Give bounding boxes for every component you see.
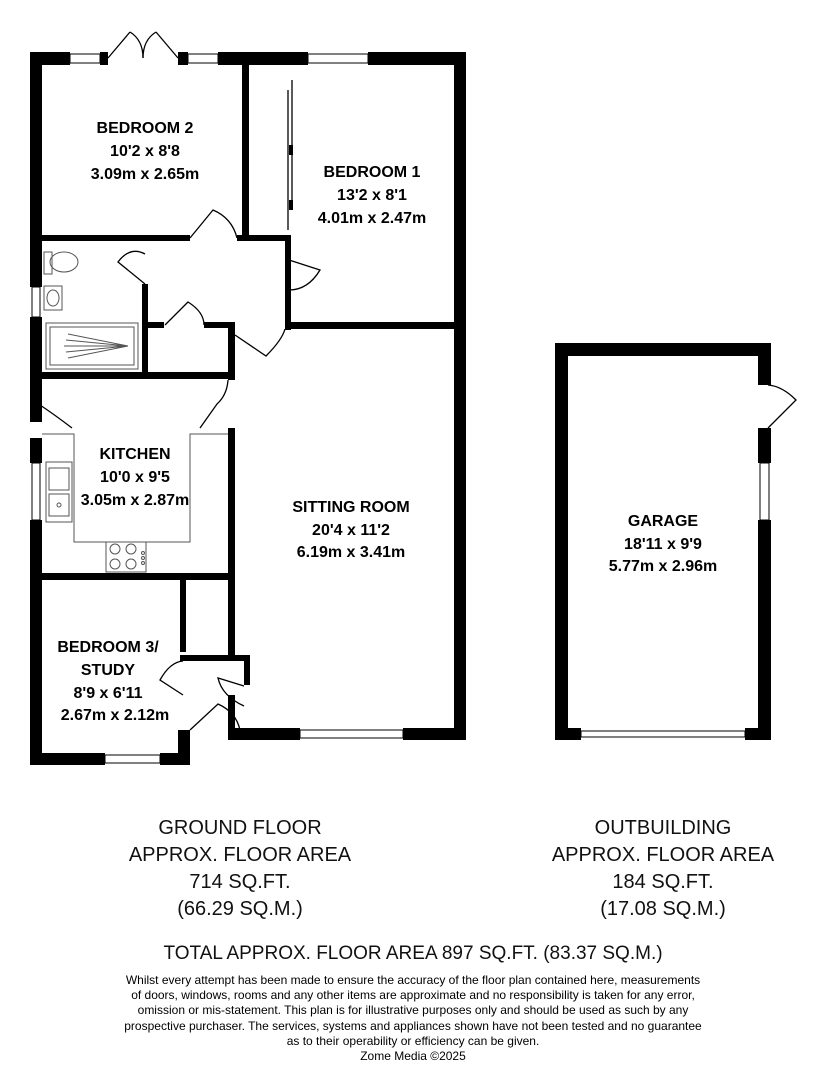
disclaimer-line: omission or mis-statement. This plan is … bbox=[137, 1003, 689, 1018]
disclaimer-line: Whilst every attempt has been made to en… bbox=[125, 973, 701, 987]
room-name: BEDROOM 1 bbox=[324, 164, 421, 181]
disclaimer-line: prospective purchaser. The services, sys… bbox=[124, 1018, 702, 1033]
room-name: BEDROOM 2 bbox=[97, 120, 194, 137]
room-name: KITCHEN bbox=[99, 446, 170, 463]
room-metric: 6.19m x 3.41m bbox=[297, 544, 406, 561]
outbuilding-sqft: 184 SQ.FT. bbox=[612, 871, 714, 893]
room-name: BEDROOM 3/ bbox=[57, 639, 159, 656]
copyright-credit: Zome Media ©2025 bbox=[360, 1049, 466, 1064]
ground-floor-title: GROUND FLOOR bbox=[158, 817, 322, 839]
floor-plan: BEDROOM 2 10'2 x 8'8 3.09m x 2.65m BEDRO… bbox=[30, 31, 797, 765]
room-imperial: 8'9 x 6'11 bbox=[73, 685, 142, 702]
garage-openings bbox=[580, 462, 770, 738]
door-stops bbox=[289, 145, 293, 210]
room-metric: 3.09m x 2.65m bbox=[91, 166, 200, 183]
room-name-line2: STUDY bbox=[81, 662, 136, 679]
room-bedroom-3: BEDROOM 3/ STUDY 8'9 x 6'11 2.67m x 2.12… bbox=[57, 639, 169, 724]
sink-icon bbox=[45, 461, 73, 523]
garage-side-door bbox=[767, 384, 797, 429]
shower-icon bbox=[45, 322, 139, 370]
room-name: SITTING ROOM bbox=[292, 499, 409, 516]
total-floor-area: TOTAL APPROX. FLOOR AREA 897 SQ.FT. (83.… bbox=[163, 943, 663, 964]
room-metric: 2.67m x 2.12m bbox=[61, 707, 170, 724]
ground-floor-sqm: (66.29 SQ.M.) bbox=[177, 898, 303, 920]
internal-walls bbox=[30, 52, 466, 740]
room-metric: 4.01m x 2.47m bbox=[318, 210, 427, 227]
outbuilding-subtitle: APPROX. FLOOR AREA bbox=[551, 844, 775, 866]
room-sitting-room: SITTING ROOM 20'4 x 11'2 6.19m x 3.41m bbox=[292, 499, 409, 561]
garage-walls bbox=[555, 343, 771, 740]
room-kitchen: KITCHEN 10'0 x 9'5 3.05m x 2.87m bbox=[81, 446, 190, 509]
room-imperial: 13'2 x 8'1 bbox=[337, 187, 407, 204]
room-metric: 5.77m x 2.96m bbox=[609, 558, 718, 575]
ground-floor-subtitle: APPROX. FLOOR AREA bbox=[128, 844, 352, 866]
room-imperial: 10'0 x 9'5 bbox=[100, 469, 170, 486]
disclaimer-line: as to their operability or efficiency ca… bbox=[286, 1033, 540, 1048]
room-imperial: 10'2 x 8'8 bbox=[110, 143, 180, 160]
ground-floor-area: GROUND FLOOR APPROX. FLOOR AREA 714 SQ.F… bbox=[90, 815, 390, 923]
room-imperial: 20'4 x 11'2 bbox=[312, 522, 390, 539]
room-metric: 3.05m x 2.87m bbox=[81, 492, 190, 509]
hob-icon bbox=[109, 543, 145, 570]
fixtures bbox=[42, 251, 228, 573]
basin-icon bbox=[43, 285, 63, 311]
outbuilding-area: OUTBUILDING APPROX. FLOOR AREA 184 SQ.FT… bbox=[513, 815, 813, 923]
room-bedroom-2: BEDROOM 2 10'2 x 8'8 3.09m x 2.65m bbox=[91, 120, 200, 183]
ground-floor-sqft: 714 SQ.FT. bbox=[189, 871, 291, 893]
doors bbox=[35, 31, 321, 731]
room-garage: GARAGE 18'11 x 9'9 5.77m x 2.96m bbox=[609, 513, 718, 575]
room-name: GARAGE bbox=[628, 513, 699, 530]
kitchen-counters bbox=[42, 433, 228, 573]
exterior-walls bbox=[30, 52, 466, 765]
room-bedroom-1: BEDROOM 1 13'2 x 8'1 4.01m x 2.47m bbox=[318, 164, 427, 227]
windows bbox=[31, 53, 404, 764]
outbuilding-title: OUTBUILDING bbox=[594, 817, 732, 839]
toilet-icon bbox=[43, 251, 79, 275]
disclaimer: Whilst every attempt has been made to en… bbox=[60, 973, 766, 1064]
room-imperial: 18'11 x 9'9 bbox=[624, 536, 702, 553]
outbuilding-sqm: (17.08 SQ.M.) bbox=[600, 898, 726, 920]
disclaimer-line: of doors, windows, rooms and any other i… bbox=[131, 988, 695, 1003]
